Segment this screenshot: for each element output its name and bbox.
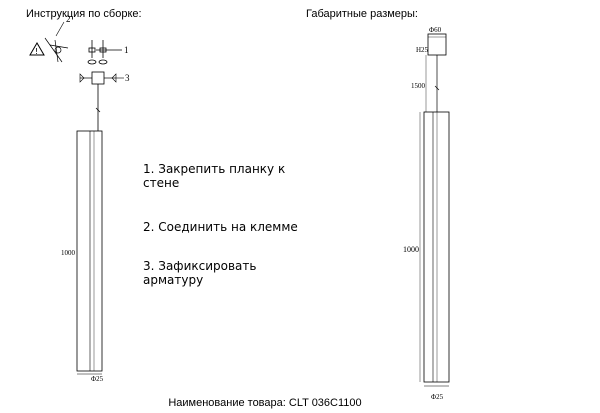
cable-length-label: 1500 — [411, 82, 425, 90]
warning-icon — [29, 42, 45, 56]
callout-1: 1 — [124, 45, 129, 55]
step-1: 1. Закрепить планку к стене — [143, 162, 286, 190]
product-name: Наименование товара: CLT 036C1100 — [168, 397, 362, 409]
canopy-shape — [91, 71, 105, 85]
assembly-instructions-title: Инструкция по сборке: — [26, 8, 142, 20]
canopy-diameter-label: Φ60 — [429, 26, 442, 34]
canopy-height-label: H25 — [416, 46, 429, 54]
right-diameter-label: Φ25 — [431, 393, 444, 401]
dimensions-title: Габаритные размеры: — [306, 8, 418, 20]
mounting-screws-icon — [87, 40, 122, 65]
left-length-label: 1000 — [61, 249, 75, 257]
svg-text:!: ! — [35, 47, 38, 56]
left-diameter-label: Φ25 — [91, 375, 104, 383]
callout-3: 3 — [125, 73, 130, 83]
lamp-dimension-shape — [423, 111, 450, 383]
step-3: 3. Зафиксировать арматуру — [143, 259, 257, 287]
lamp-tube-shape — [76, 130, 103, 372]
callout-2: 2 — [66, 14, 71, 24]
step-2: 2. Соединить на клемме — [143, 220, 298, 234]
right-length-label: 1000 — [403, 245, 419, 254]
